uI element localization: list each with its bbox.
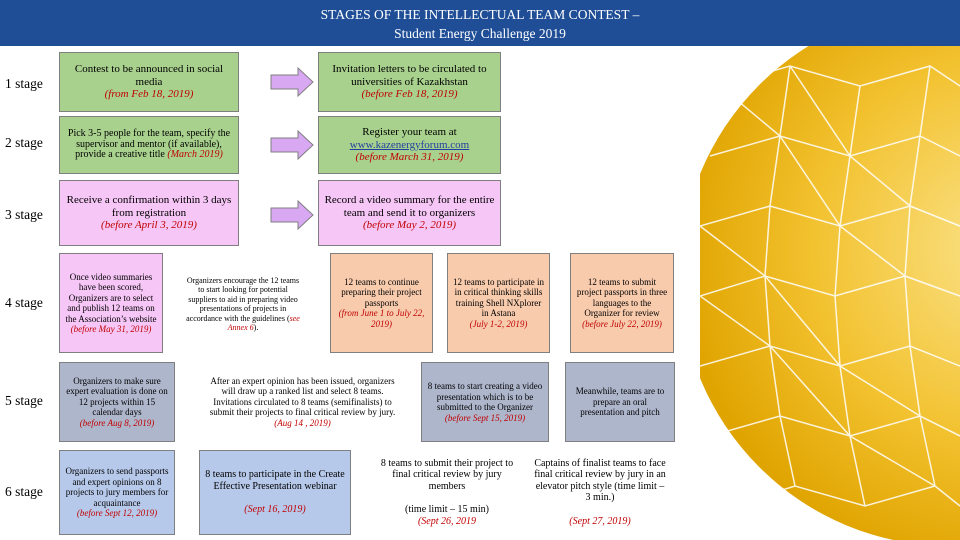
stage2-register-text: Register your team at <box>362 126 457 139</box>
stage2-register-date: (before March 31, 2019) <box>355 151 464 164</box>
stage6-final-review-date: (Sept 26, 2019 <box>417 515 477 527</box>
stage5-oral-presentation-box: Meanwhile, teams are to prepare an oral … <box>565 362 675 442</box>
page-header: STAGES OF THE INTELLECTUAL TEAM CONTEST … <box>0 0 960 46</box>
stage1-announce-date: (from Feb 18, 2019) <box>104 88 194 101</box>
stage3-confirmation-box: Receive a confirmation within 3 days fro… <box>59 180 239 246</box>
stage-label-2: 2 stage <box>5 135 43 150</box>
stage4-submit-passports-date: (before July 22, 2019) <box>582 318 662 329</box>
stage4-training-text: 12 teams to participate in in critical t… <box>453 276 544 319</box>
stage4-training-date: (July 1-2, 2019) <box>469 318 528 329</box>
stage3-confirmation-text: Receive a confirmation within 3 days fro… <box>66 194 232 219</box>
stage3-video-summary-date: (before May 2, 2019) <box>362 219 457 232</box>
stage6-send-passports-text: Organizers to send passports and expert … <box>65 466 169 508</box>
stage6-final-review-text: 8 teams to submit their project to final… <box>380 457 514 492</box>
stage5-evaluation-text: Organizers to make sure expert evaluatio… <box>66 375 168 418</box>
geodesic-sphere-decoration <box>700 46 960 540</box>
stage4-suppliers-box: Organizers encourage the 12 teams to sta… <box>182 262 304 346</box>
stage3-confirmation-date: (before April 3, 2019) <box>101 219 197 232</box>
stage1-announce-text: Contest to be announced in social media <box>74 63 224 88</box>
header-title-line1: STAGES OF THE INTELLECTUAL TEAM CONTEST … <box>320 7 640 22</box>
stage5-ranked-list-text: After an expert opinion has been issued,… <box>209 375 396 418</box>
stage4-select-teams-box: Once video summaries have been scored, O… <box>59 253 163 353</box>
stage4-passports-box: 12 teams to continue preparing their pro… <box>330 253 433 353</box>
stage2-register-link[interactable]: www.kazenergyforum.com <box>349 138 470 151</box>
right-arrow-icon <box>270 200 314 230</box>
stage4-submit-passports-text: 12 teams to submit project passports in … <box>576 276 668 319</box>
stage4-select-teams-date: (before May 31, 2019) <box>70 324 152 334</box>
right-arrow-icon <box>270 130 314 160</box>
stage5-ranked-list-box: After an expert opinion has been issued,… <box>199 362 406 442</box>
stage6-final-review-time-limit: (time limit – 15 min) <box>405 504 489 516</box>
stage1-invitation-text: Invitation letters to be circulated to u… <box>332 63 487 88</box>
stage3-video-summary-box: Record a video summary for the entire te… <box>318 180 501 246</box>
stage4-select-teams-text: Once video summaries have been scored, O… <box>65 271 157 324</box>
stage6-webinar-text: 8 teams to participate in the Create Eff… <box>205 469 345 492</box>
right-arrow-icon <box>270 67 314 97</box>
stage4-suppliers-text: Organizers encourage the 12 teams to sta… <box>186 275 300 333</box>
stage-label-5: 5 stage <box>5 393 43 408</box>
stage6-elevator-pitch-box: Captains of finalist teams to face final… <box>530 450 670 535</box>
stage2-pick-team-text: Pick 3-5 people for the team, specify th… <box>67 128 231 161</box>
stage-label-1: 1 stage <box>5 76 43 91</box>
stage6-webinar-date: (Sept 16, 2019) <box>244 504 306 516</box>
stage1-announce-box: Contest to be announced in social media … <box>59 52 239 112</box>
header-title-line2: Student Energy Challenge 2019 <box>394 26 566 41</box>
stage5-video-presentation-box: 8 teams to start creating a video presen… <box>421 362 549 442</box>
stage-label-3: 3 stage <box>5 207 43 222</box>
stage1-invitation-date: (before Feb 18, 2019) <box>361 88 458 101</box>
stage6-send-passports-date: (before Sept 12, 2019) <box>76 508 158 519</box>
stage5-video-presentation-text: 8 teams to start creating a video presen… <box>427 381 543 412</box>
stage5-evaluation-box: Organizers to make sure expert evaluatio… <box>59 362 175 442</box>
stage-label-6: 6 stage <box>5 484 43 499</box>
stage4-passports-text: 12 teams to continue preparing their pro… <box>341 276 422 308</box>
stage6-elevator-pitch-date: (Sept 27, 2019) <box>569 515 631 527</box>
stage3-video-summary-text: Record a video summary for the entire te… <box>324 194 495 219</box>
stage6-send-passports-box: Organizers to send passports and expert … <box>59 450 175 535</box>
stage2-pick-team-box: Pick 3-5 people for the team, specify th… <box>59 116 239 174</box>
stage4-passports-date: (from June 1 to July 22, 2019) <box>338 308 425 329</box>
stage2-register-box: Register your team at www.kazenergyforum… <box>318 116 501 174</box>
stage6-final-review-box: 8 teams to submit their project to final… <box>371 450 523 535</box>
stage4-training-box: 12 teams to participate in in critical t… <box>447 253 550 353</box>
stage-label-4: 4 stage <box>5 295 43 310</box>
stage5-evaluation-date: (before Aug 8, 2019) <box>79 417 155 428</box>
stage4-submit-passports-box: 12 teams to submit project passports in … <box>570 253 674 353</box>
stage5-oral-presentation-text: Meanwhile, teams are to prepare an oral … <box>575 386 665 418</box>
stage1-invitation-box: Invitation letters to be circulated to u… <box>318 52 501 112</box>
stage6-webinar-box: 8 teams to participate in the Create Eff… <box>199 450 351 535</box>
stage5-ranked-list-date: (Aug 14 , 2019) <box>274 417 331 428</box>
stage6-elevator-pitch-text: Captains of finalist teams to face final… <box>534 457 666 504</box>
stage5-video-presentation-date: (before Sept 15, 2019) <box>444 412 526 423</box>
